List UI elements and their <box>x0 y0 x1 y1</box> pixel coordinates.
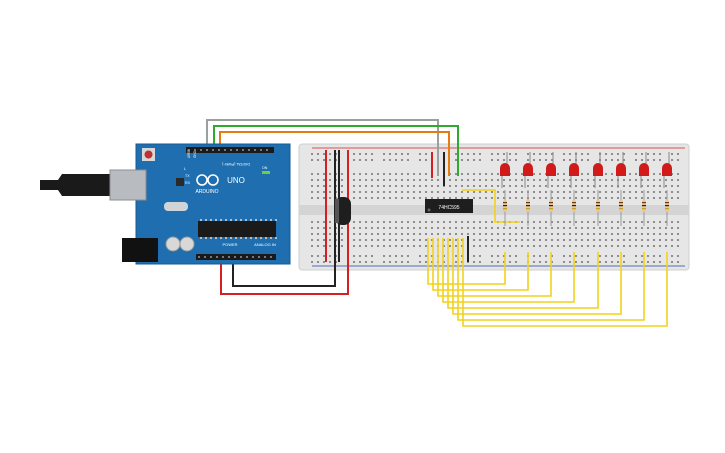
chip-label: 74HC595 <box>438 205 459 211</box>
led-icon[interactable] <box>546 163 556 176</box>
resistor-band <box>619 205 623 207</box>
microcontroller-pins <box>200 219 277 239</box>
led-icon[interactable] <box>593 163 603 176</box>
wire-yellow[interactable] <box>437 238 552 297</box>
resistor-band <box>665 202 669 204</box>
analog-label: ANALOG IN <box>254 242 276 247</box>
resistor-band <box>596 202 600 204</box>
resistor-band <box>503 208 507 210</box>
wire-yellow[interactable] <box>432 238 529 291</box>
wire-yellow[interactable] <box>427 238 506 285</box>
resistor-band <box>572 205 576 207</box>
arduino-board[interactable]: ARDUINO UNO DIGITAL (PWM~) ON L TX RX AR… <box>40 143 291 265</box>
wire-orange <box>219 131 450 176</box>
microcontroller-chip <box>198 221 276 237</box>
arduino-model: UNO <box>227 176 245 185</box>
breadboard-rails <box>312 147 685 267</box>
shift-register-chip[interactable]: 74HC595 <box>425 199 473 213</box>
led-icon[interactable] <box>616 163 626 176</box>
aref-label: AREF <box>187 149 191 158</box>
resistor-band <box>596 205 600 207</box>
wire-gray <box>206 119 439 176</box>
breadboard[interactable] <box>298 143 690 271</box>
tx-label: TX <box>185 174 190 178</box>
wire-yellow[interactable] <box>462 238 668 327</box>
breadboard-holes <box>311 153 679 263</box>
digital-pin-header[interactable] <box>186 147 274 153</box>
reset-button[interactable] <box>142 148 155 161</box>
led-icon[interactable] <box>523 163 533 176</box>
resistor-band <box>572 208 576 210</box>
arduino-logo <box>196 174 219 186</box>
resistor-band <box>526 202 530 204</box>
wire-yellow[interactable] <box>452 238 622 315</box>
board-capacitor-icon <box>179 236 195 252</box>
power-pin-header[interactable] <box>196 254 276 260</box>
resistor-band <box>596 208 600 210</box>
resistor-band <box>503 205 507 207</box>
resistor-band <box>665 208 669 210</box>
power-label: POWER <box>222 242 237 247</box>
resistor-band <box>503 202 507 204</box>
power-jack-icon <box>122 238 158 262</box>
resistor-band <box>642 202 646 204</box>
resistor-band <box>642 208 646 210</box>
resistor-band <box>619 202 623 204</box>
led-row <box>500 152 672 226</box>
led-icon[interactable] <box>500 163 510 176</box>
resistor-band <box>619 208 623 210</box>
wire-yellow-top <box>462 189 520 223</box>
on-label: ON <box>262 166 268 170</box>
on-led-icon <box>262 171 270 174</box>
resistor-band <box>642 205 646 207</box>
resistor-band <box>665 205 669 207</box>
resistor-band <box>526 205 530 207</box>
rx-label: RX <box>185 181 191 185</box>
arduino-brand: ARDUINO <box>195 189 218 195</box>
output-wires[interactable] <box>427 238 668 327</box>
wire-green <box>213 125 459 176</box>
gnd-label: GND <box>193 150 197 158</box>
resistor-band <box>572 202 576 204</box>
resistor-band <box>526 208 530 210</box>
resistor-band <box>549 208 553 210</box>
wire-yellow[interactable] <box>457 238 645 321</box>
led-icon[interactable] <box>639 163 649 176</box>
resistor-band <box>549 205 553 207</box>
led-icon[interactable] <box>662 163 672 176</box>
resistor-band <box>549 202 553 204</box>
board-capacitor-icon <box>165 236 181 252</box>
usb-cable-icon <box>40 169 147 201</box>
l-label: L <box>184 167 186 171</box>
usb-chip <box>176 178 184 186</box>
signal-wires[interactable] <box>206 119 459 176</box>
crystal-icon <box>164 202 188 211</box>
digital-header-label: DIGITAL (PWM~) <box>222 162 250 166</box>
wire-yellow[interactable] <box>447 238 599 309</box>
led-icon[interactable] <box>569 163 579 176</box>
capacitor[interactable] <box>335 197 351 225</box>
wire-yellow[interactable] <box>442 238 575 303</box>
